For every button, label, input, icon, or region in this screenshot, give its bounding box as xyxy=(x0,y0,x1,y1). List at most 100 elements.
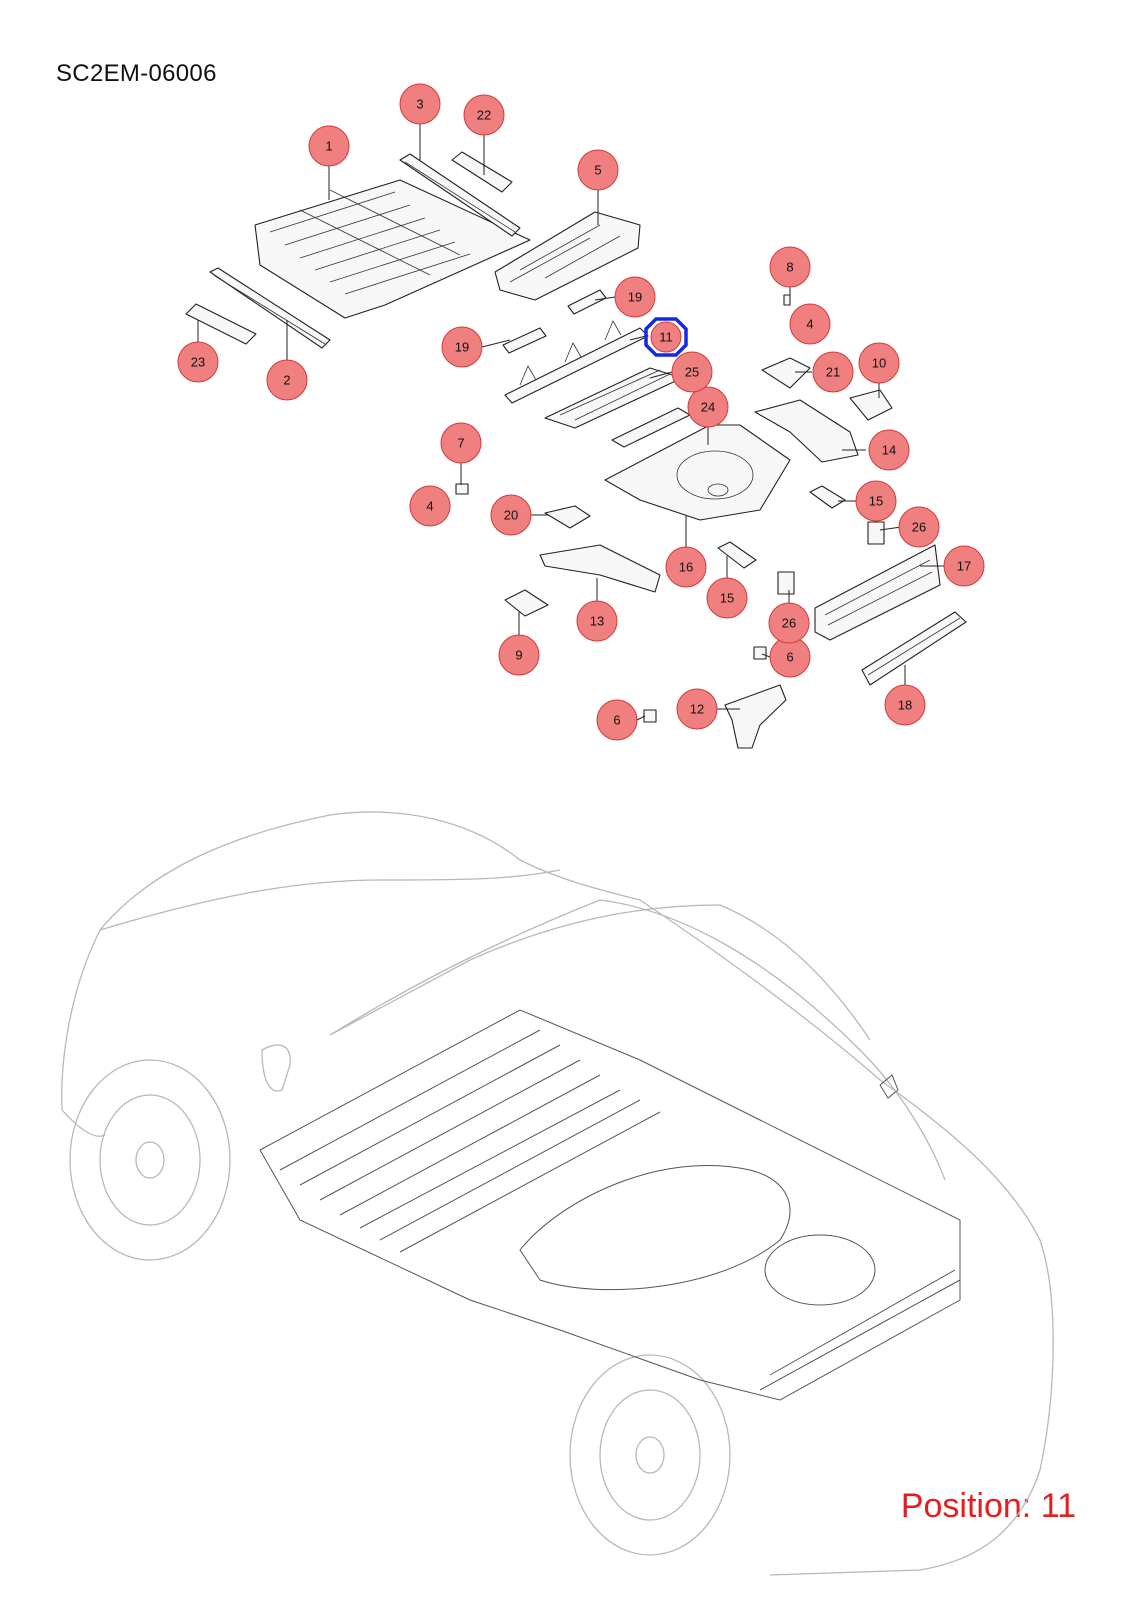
callout-circle[interactable] xyxy=(177,341,219,383)
callout-circle[interactable] xyxy=(576,600,618,642)
callout-c20[interactable]: 20 xyxy=(490,494,532,536)
callout-circle[interactable] xyxy=(596,699,638,741)
callout-circle[interactable] xyxy=(409,485,451,527)
part-21 xyxy=(761,357,811,389)
callout-circle[interactable] xyxy=(266,359,308,401)
callout-c16[interactable]: 16 xyxy=(665,546,707,588)
callout-circle[interactable] xyxy=(671,351,713,393)
callout-c26a[interactable]: 26 xyxy=(898,506,940,548)
callout-c14[interactable]: 14 xyxy=(868,429,910,471)
callout-circle[interactable] xyxy=(789,303,831,345)
callout-label: 5 xyxy=(594,163,601,178)
callout-c13[interactable]: 13 xyxy=(576,600,618,642)
callout-c1[interactable]: 1 xyxy=(308,125,350,167)
callout-c15b[interactable]: 15 xyxy=(706,577,748,619)
callout-c19b[interactable]: 19 xyxy=(441,326,483,368)
callout-c15a[interactable]: 15 xyxy=(855,480,897,522)
part-17-rear-panel xyxy=(814,544,941,641)
callout-label: 19 xyxy=(628,290,642,305)
callout-c9[interactable]: 9 xyxy=(498,634,540,676)
callout-c25[interactable]: 25 xyxy=(671,351,713,393)
callout-label: 18 xyxy=(898,698,912,713)
callout-circle[interactable] xyxy=(441,326,483,368)
part-rear-seat-pan xyxy=(494,211,641,301)
callout-c5[interactable]: 5 xyxy=(577,149,619,191)
callout-c24[interactable]: 24 xyxy=(687,386,729,428)
callout-circle[interactable] xyxy=(855,480,897,522)
callout-label: 2 xyxy=(283,373,290,388)
callout-circle[interactable] xyxy=(676,688,718,730)
callout-circle[interactable] xyxy=(943,545,985,587)
callout-c18[interactable]: 18 xyxy=(884,684,926,726)
callout-circle[interactable] xyxy=(463,94,505,136)
part-20 xyxy=(544,505,591,529)
callout-c7[interactable]: 7 xyxy=(440,422,482,464)
callout-circle[interactable] xyxy=(812,351,854,393)
callout-label: 4 xyxy=(806,317,813,332)
callout-c12[interactable]: 12 xyxy=(676,688,718,730)
callout-circle[interactable] xyxy=(490,494,532,536)
callout-c6a[interactable]: 6 xyxy=(769,636,811,678)
callout-c11[interactable]: 11 xyxy=(650,321,682,353)
callout-label: 15 xyxy=(869,494,883,509)
callout-c21[interactable]: 21 xyxy=(812,351,854,393)
callout-label: 23 xyxy=(191,355,205,370)
callout-c3[interactable]: 3 xyxy=(399,83,441,125)
callout-label: 15 xyxy=(720,591,734,606)
part-15-lower xyxy=(717,541,757,569)
callout-c10[interactable]: 10 xyxy=(858,342,900,384)
callout-c19a[interactable]: 19 xyxy=(614,276,656,318)
callout-label: 26 xyxy=(782,616,796,631)
part-19-left xyxy=(502,327,547,354)
callout-label: 1 xyxy=(325,139,332,154)
part-19-right xyxy=(567,289,607,315)
callout-circle[interactable] xyxy=(898,506,940,548)
callout-label: 17 xyxy=(957,559,971,574)
callout-circle[interactable] xyxy=(665,546,707,588)
callout-label: 3 xyxy=(416,97,423,112)
part-6-right xyxy=(753,646,767,660)
callout-circle[interactable] xyxy=(440,422,482,464)
callout-circle[interactable] xyxy=(706,577,748,619)
callout-label: 9 xyxy=(515,648,522,663)
callout-circle[interactable] xyxy=(858,342,900,384)
part-14-rear-rail xyxy=(754,399,859,463)
callout-label: 7 xyxy=(457,436,464,451)
callout-circle[interactable] xyxy=(399,83,441,125)
callout-c17[interactable]: 17 xyxy=(943,545,985,587)
part-22 xyxy=(451,151,513,193)
part-23 xyxy=(185,303,257,345)
callout-circle[interactable] xyxy=(769,246,811,288)
callout-label: 14 xyxy=(882,443,896,458)
position-label: Position: 11 xyxy=(900,1487,1076,1525)
callout-c6b[interactable]: 6 xyxy=(596,699,638,741)
callout-c4b[interactable]: 4 xyxy=(409,485,451,527)
parts-group xyxy=(185,151,967,749)
callout-circle[interactable] xyxy=(768,602,810,644)
callout-c8[interactable]: 8 xyxy=(769,246,811,288)
part-26-upper xyxy=(867,521,885,545)
callout-label: 4 xyxy=(426,499,433,514)
callout-circle[interactable] xyxy=(884,684,926,726)
callout-circle[interactable] xyxy=(650,321,682,353)
callout-c26b[interactable]: 26 xyxy=(768,602,810,644)
part-11-crossmember xyxy=(504,320,649,404)
callout-c4a[interactable]: 4 xyxy=(789,303,831,345)
part-9 xyxy=(504,589,549,617)
part-6-left xyxy=(643,709,657,723)
callout-circle[interactable] xyxy=(308,125,350,167)
callout-c22[interactable]: 22 xyxy=(463,94,505,136)
callout-circle[interactable] xyxy=(614,276,656,318)
selected-position-highlight xyxy=(644,317,688,357)
part-10 xyxy=(849,389,893,421)
callout-c2[interactable]: 2 xyxy=(266,359,308,401)
callout-circle[interactable] xyxy=(498,634,540,676)
part-15-upper xyxy=(809,485,846,509)
callout-circle[interactable] xyxy=(868,429,910,471)
callout-label: 11 xyxy=(659,330,673,345)
callout-label: 24 xyxy=(701,400,715,415)
callout-circle[interactable] xyxy=(577,149,619,191)
callout-circle[interactable] xyxy=(687,386,729,428)
callout-label: 21 xyxy=(826,365,840,380)
callout-c23[interactable]: 23 xyxy=(177,341,219,383)
